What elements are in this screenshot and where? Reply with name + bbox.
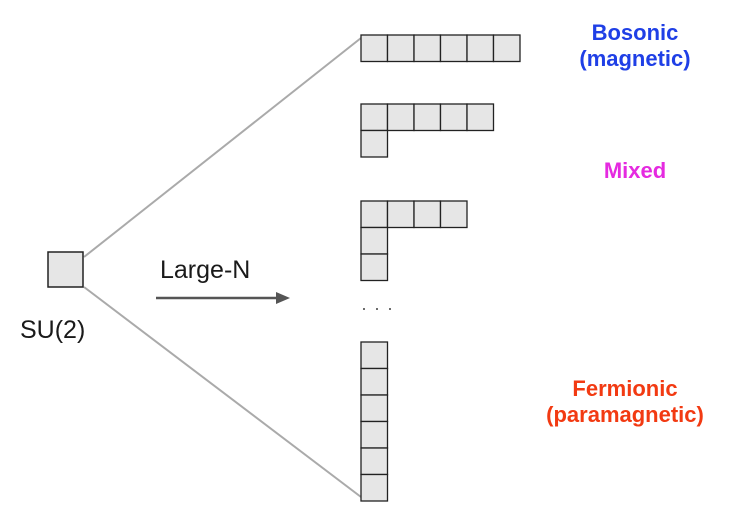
su2-single-box [47, 251, 84, 288]
young-diagram-1-box [466, 34, 495, 63]
large-n-arrow-head [276, 292, 290, 304]
young-diagram-1-box [386, 34, 415, 63]
young-diagram-3-box [439, 200, 468, 229]
young-diagram-2-box [360, 129, 389, 158]
young-diagram-3-box [386, 200, 415, 229]
young-diagram-4-box [360, 394, 389, 423]
young-diagram-4-box [360, 420, 389, 449]
young-diagram-1-box [413, 34, 442, 63]
young-diagram-3-box [360, 226, 389, 255]
mixed-title: Mixed [603, 158, 667, 183]
young-diagram-2-box [439, 103, 468, 132]
young-diagram-3-box [360, 253, 389, 282]
large-n-label: Large-N [160, 256, 251, 284]
fan-line-bottom [83, 286, 362, 498]
young-diagram-4-box [360, 341, 389, 370]
young-diagram-3-box [413, 200, 442, 229]
su2-label: SU(2) [20, 316, 86, 344]
young-diagram-2-box [386, 103, 415, 132]
young-diagram-4-box [360, 447, 389, 476]
young-diagram-1-box [360, 34, 389, 63]
bosonic-subtitle: (magnetic) [579, 46, 691, 71]
mixed-label: Mixed [560, 158, 710, 184]
ellipsis: · · · [361, 298, 394, 318]
fermionic-subtitle: (paramagnetic) [546, 402, 704, 427]
bosonic-label: Bosonic (magnetic) [560, 20, 710, 72]
young-diagram-2-box [466, 103, 495, 132]
fermionic-title: Fermionic [572, 376, 678, 401]
fermionic-label: Fermionic (paramagnetic) [520, 376, 730, 428]
young-diagram-1-box [439, 34, 468, 63]
young-diagram-2-box [360, 103, 389, 132]
fan-line-top [83, 37, 362, 258]
young-diagram-2-box [413, 103, 442, 132]
bosonic-title: Bosonic [591, 20, 679, 45]
young-diagram-4-box [360, 367, 389, 396]
young-diagram-3-box [360, 200, 389, 229]
young-diagrams [360, 34, 521, 502]
young-diagram-4-box [360, 473, 389, 502]
young-diagram-1-box [492, 34, 521, 63]
